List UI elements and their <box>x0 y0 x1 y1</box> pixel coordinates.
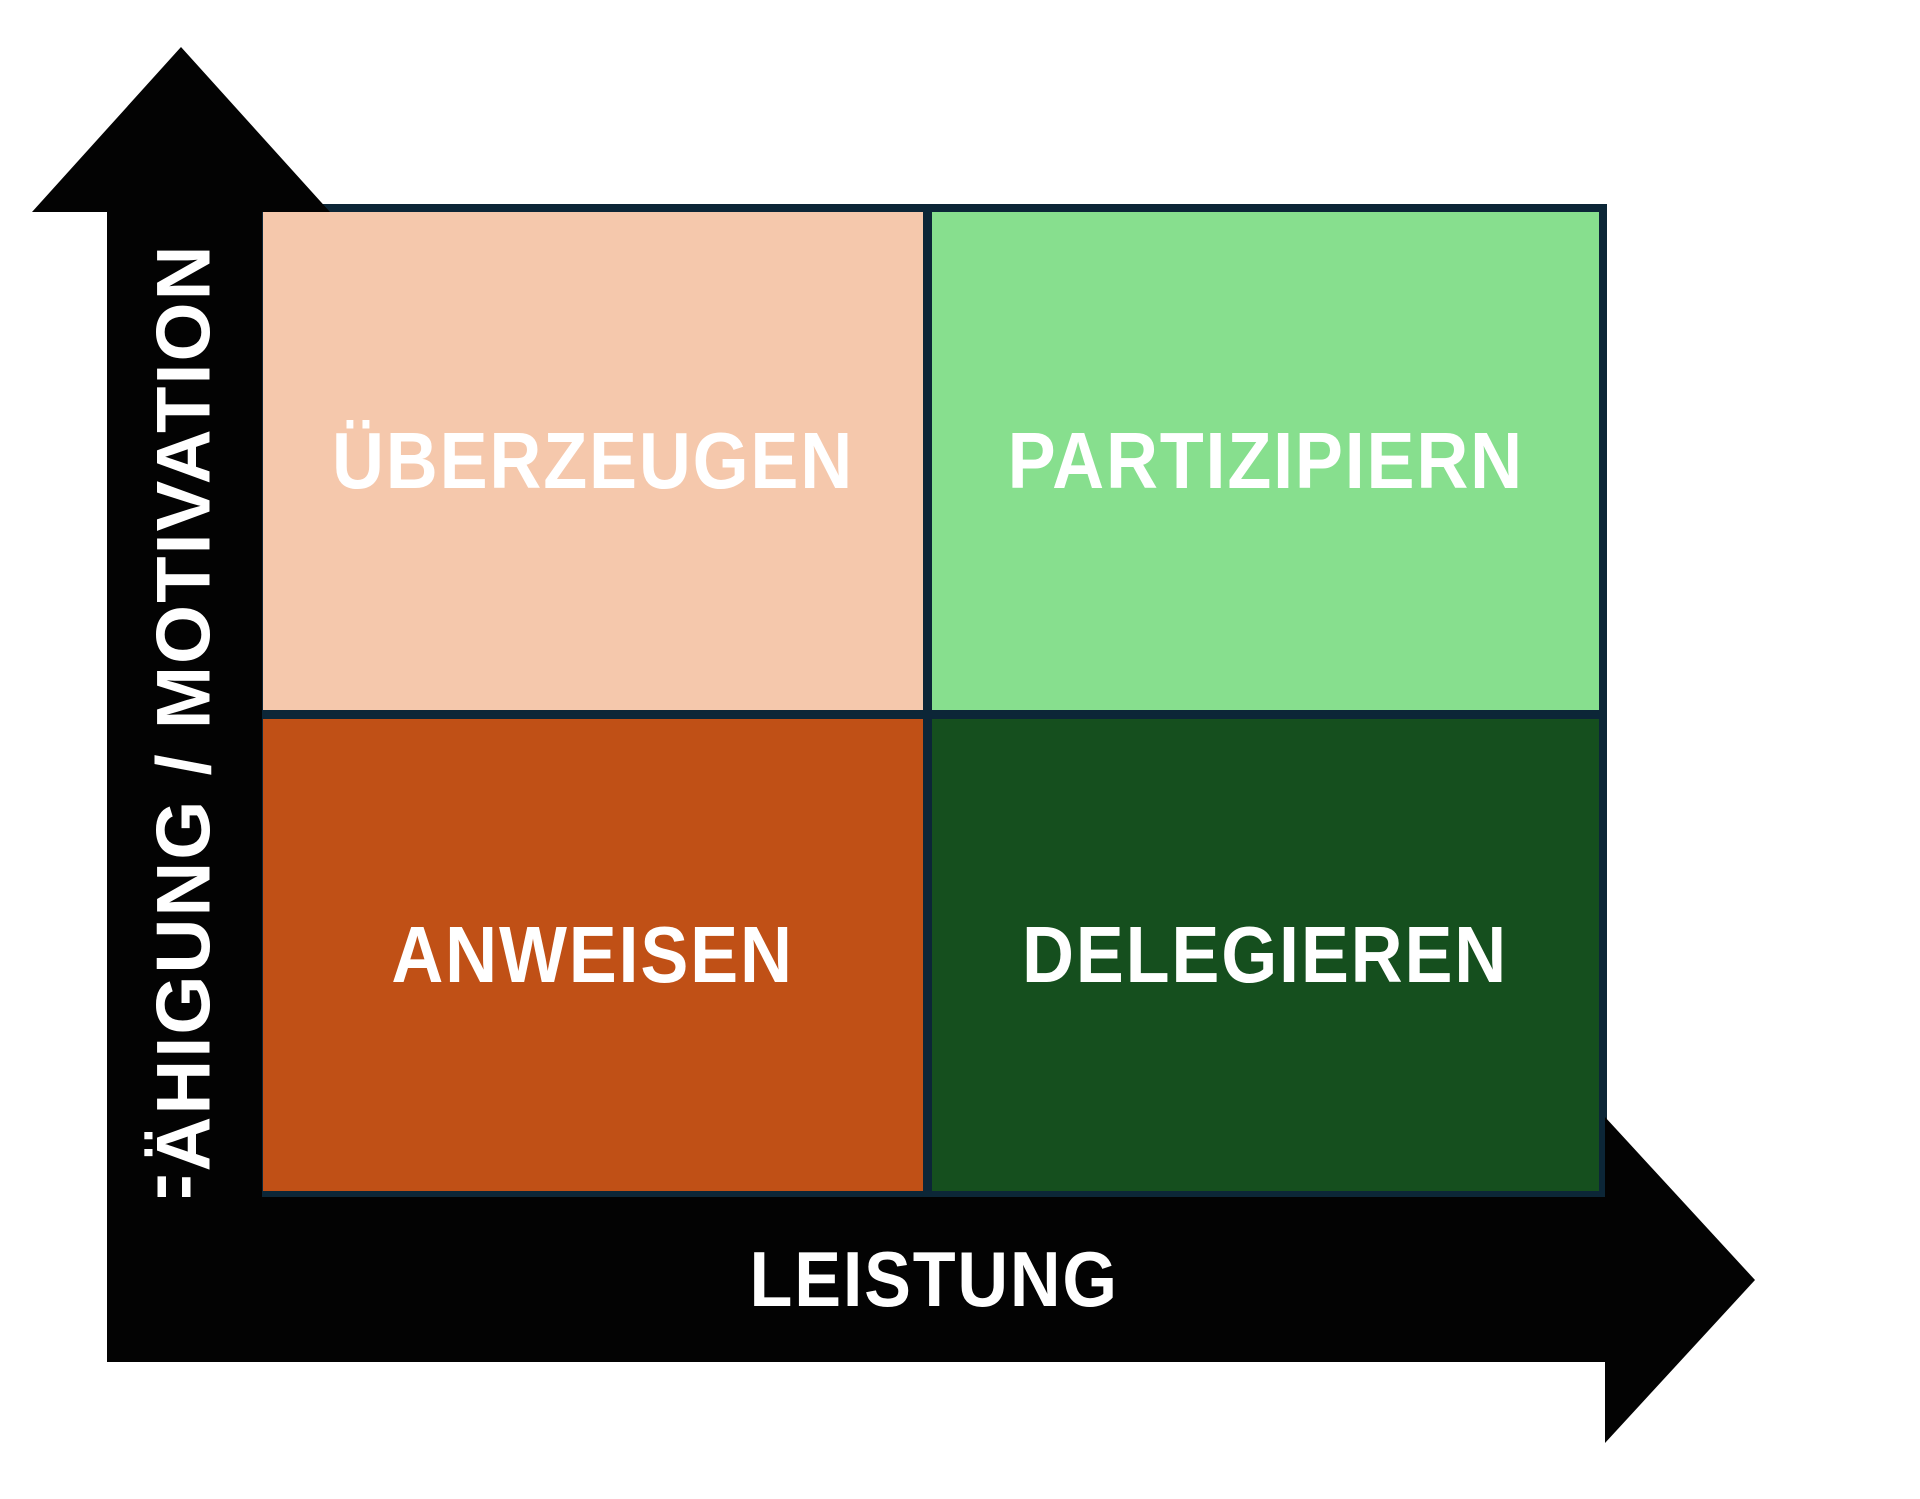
quadrant-label-top-left: ÜBERZEUGEN <box>331 416 855 505</box>
quadrant-grid: ÜBERZEUGEN PARTIZIPIERN ANWEISEN DELEGIE… <box>255 204 1607 1199</box>
quadrant-bottom-right: DELEGIEREN <box>932 719 1599 1191</box>
x-axis-bar <box>107 1197 1607 1362</box>
y-axis-label: BEFÄHIGUNG / MOTIVATION <box>142 243 227 1330</box>
x-axis-label-zone: LEISTUNG <box>262 1197 1607 1362</box>
y-axis-arrowhead-icon <box>32 47 330 212</box>
quadrant-label-bottom-right: DELEGIEREN <box>1022 910 1509 999</box>
y-axis-bar: BEFÄHIGUNG / MOTIVATION <box>107 211 262 1362</box>
x-axis-arrowhead-icon <box>1605 1117 1755 1443</box>
quadrant-top-left: ÜBERZEUGEN <box>263 212 923 710</box>
quadrant-top-right: PARTIZIPIERN <box>932 212 1599 710</box>
x-axis-label: LEISTUNG <box>749 1235 1120 1323</box>
quadrant-bottom-left: ANWEISEN <box>263 719 923 1191</box>
quadrant-label-top-right: PARTIZIPIERN <box>1007 416 1524 505</box>
quadrant-label-bottom-left: ANWEISEN <box>391 910 795 999</box>
